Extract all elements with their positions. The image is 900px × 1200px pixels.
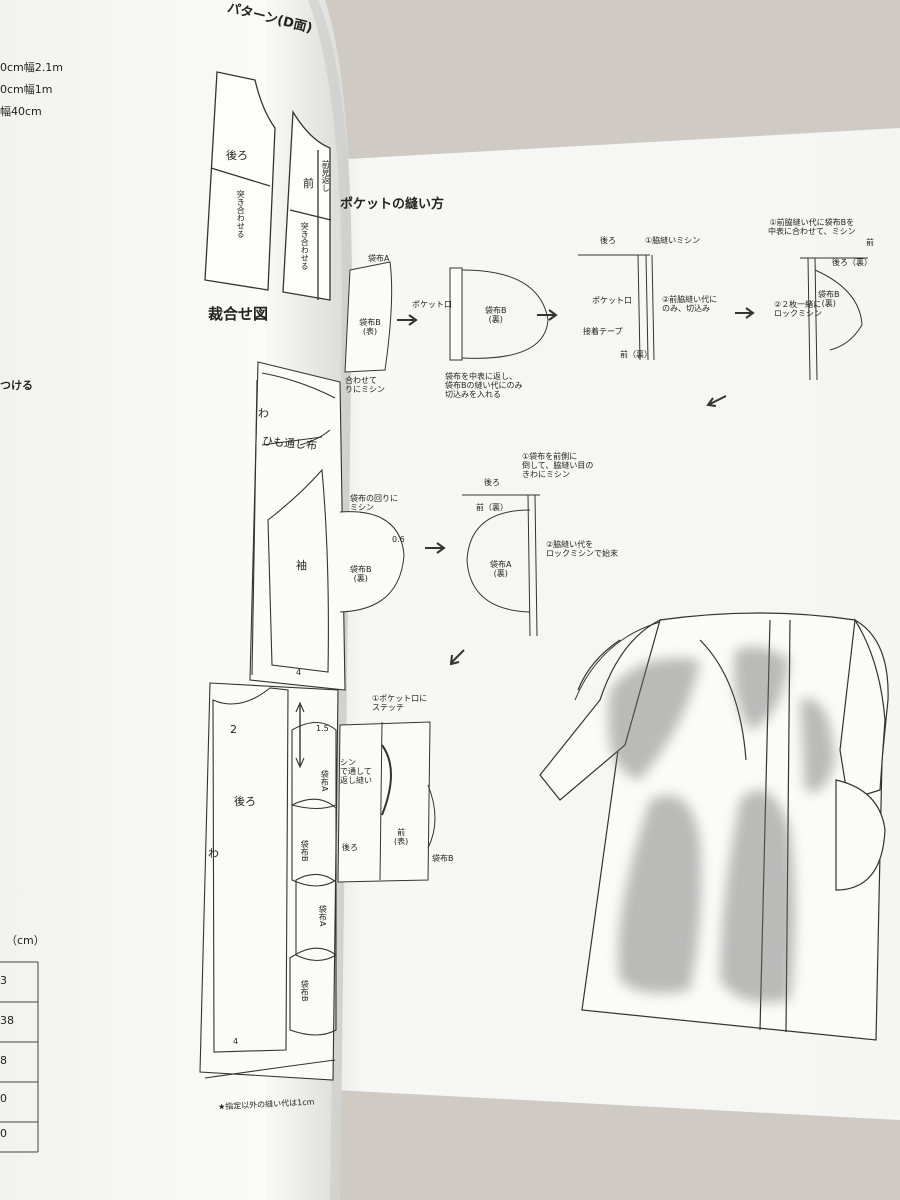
step6-back: 後ろ [484,478,500,487]
pattern-front-label: 前 [303,177,314,190]
step7-front: 前 (表) [394,828,409,847]
pocket-steps [337,254,868,883]
seam-allowance-4b: 4 [233,1037,239,1046]
step2-pocket-mouth: ポケット口 [412,300,452,309]
step3-front: 前（裏） [620,350,652,359]
step2-pocket-b: 袋布B (裏) [485,306,507,325]
step6-pocket-a: 袋布A (裏) [490,560,512,579]
sleeve-label: 袖 [296,559,307,572]
shadow-blobs [608,646,835,1003]
layout-heading: 裁合せ図 [208,305,269,323]
pocket-b-label: 袋布B [300,980,310,1002]
step3-pocket-mouth: ポケット口 [592,296,632,305]
step1-note: 合わせて りにミシン [345,376,385,395]
pocket-b-label: 袋布B [300,840,310,862]
step5-note: 袋布の回りに ミシン [350,494,398,513]
pattern-back-label: 後ろ [226,149,248,162]
table-value: 0 [0,1092,7,1105]
step1-pocket-a: 袋布A [368,254,390,263]
size-table [0,961,39,1153]
step5-pocket-b: 袋布B (裏) [350,565,372,584]
step3-note-2: ②前脇縫い代に のみ、切込み [662,295,718,314]
cutting-layout [199,361,346,1081]
table-value: 38 [0,1014,14,1027]
step4-pocket-b: 袋布B (裏) [818,290,840,309]
step2-note: 袋布を中表に返し、 袋布Bの縫い代にのみ 切込みを入れる [445,372,523,400]
pattern-pieces [204,71,332,301]
step4-note-1: ①前脇縫い代に袋布Bを 中表に合わせて、ミシン [768,218,856,237]
step6-note-1: ①袋布を前側に 倒して、脇縫い目の きわにミシン [522,452,594,480]
pocket-a-label: 袋布A [320,770,330,792]
step5-number: 0.6 [392,535,405,544]
step6-note-2: ②脇縫い代を ロックミシンで始末 [546,540,618,559]
step3-back: 後ろ [600,236,616,245]
fabric-line-3: 幅40cm [0,105,42,118]
step3-tape: 接着テープ [583,327,623,336]
fabric-line-1: 0cm幅2.1m [0,61,63,74]
sew-note: つける [0,379,33,392]
step7-side-note: シン で通して 返し縫い [340,758,372,786]
seam-allowance-15: 1.5 [316,724,329,733]
table-value: 8 [0,1054,7,1067]
step4-back: 後ろ（裏） [832,258,872,267]
table-value: 3 [0,974,7,987]
step4-front: 前 [866,238,874,247]
step7-note-1: ①ポケット口に ステッチ [372,694,428,713]
table-value: 0 [0,1127,7,1140]
step7-back: 後ろ [342,843,358,852]
step4-note-2: ②２枚一緒に ロックミシン [774,300,822,319]
fold-mark: わ [258,407,269,420]
step1-pocket-b: 袋布B (表) [359,318,381,337]
step6-front: 前（裏） [476,503,508,512]
pattern-align-note: 突き合わせる [236,190,246,238]
unit-label: （cm） [6,934,45,947]
layout-back-label: 後ろ [234,795,256,808]
fold-mark: わ [208,847,219,860]
pocket-a-label: 袋布A [318,905,328,927]
step7-pocket-b: 袋布B [432,854,454,863]
pocket-steps-heading: ポケットの縫い方 [340,197,445,212]
pattern-front-facing-label: 前見返し [321,160,331,192]
seam-allowance-2: 2 [230,723,237,736]
seam-allowance-4a: 4 [296,668,302,677]
pattern-align-note-2: 突き合わせる [300,222,310,270]
step3-note-1: ①脇縫いミシン [645,236,701,245]
fabric-line-2: 0cm幅1m [0,83,53,96]
